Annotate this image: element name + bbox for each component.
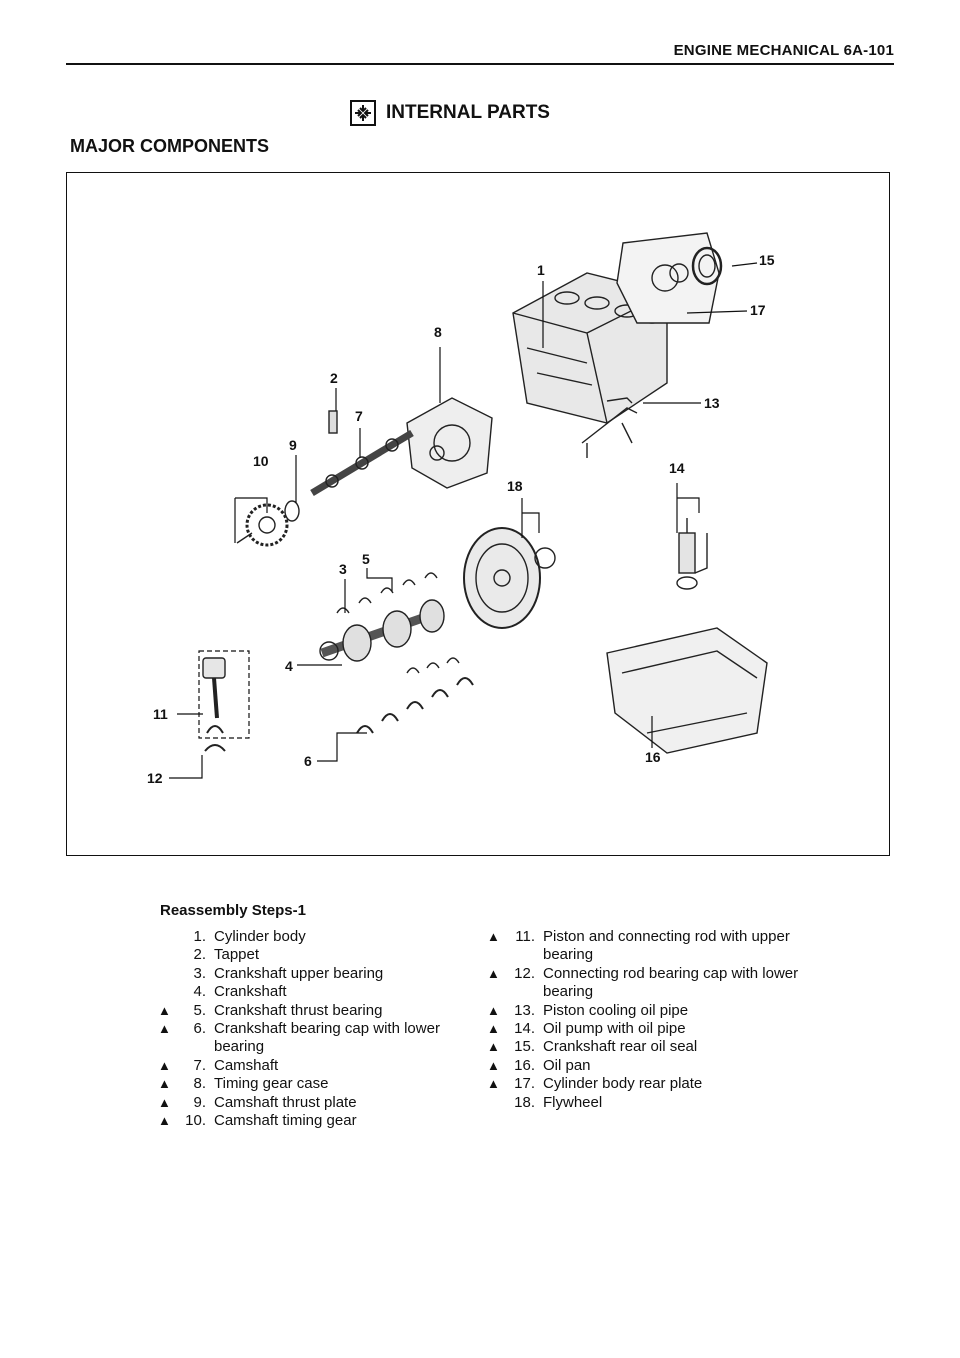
exploded-view-figure: 1 2 3 4 5 6 7 8 9 10 11 12 13 14 15 16 1… (66, 172, 890, 856)
callout-12: 12 (147, 770, 163, 786)
callout-10: 10 (253, 453, 269, 469)
callout-3: 3 (339, 561, 347, 577)
steps-list-right: ▲11.Piston and connecting rod with upper… (487, 928, 827, 1112)
step-item: 2.Tappet (193, 946, 260, 964)
callout-6: 6 (304, 753, 312, 769)
callout-18: 18 (507, 478, 523, 494)
section-title: INTERNAL PARTS (386, 102, 550, 123)
step-item: 4.Crankshaft (193, 983, 287, 1001)
section-title-row: INTERNAL PARTS (350, 100, 550, 126)
step-item: ▲10.Camshaft timing gear (158, 1112, 357, 1130)
callout-11: 11 (153, 706, 168, 722)
callout-7: 7 (355, 408, 363, 424)
step-item: ▲15.Crankshaft rear oil seal (487, 1038, 698, 1056)
callout-17: 17 (750, 302, 766, 318)
callout-1: 1 (537, 262, 545, 278)
reassembly-steps-title: Reassembly Steps-1 (160, 902, 306, 919)
callout-16: 16 (645, 749, 661, 765)
exploded-view-drawing (169, 232, 768, 779)
step-item: ▲12.Connecting rod bearing cap with lowe… (487, 964, 799, 1001)
step-item: 18.Flywheel (514, 1093, 603, 1111)
page-header: ENGINE MECHANICAL 6A-101 (66, 42, 894, 65)
callout-14: 14 (669, 460, 685, 476)
header-section: ENGINE MECHANICAL 6A-101 (673, 42, 894, 59)
step-item: 1.Cylinder body (193, 928, 306, 945)
step-item: ▲17.Cylinder body rear plate (487, 1075, 703, 1093)
step-item: ▲11.Piston and connecting rod with upper… (487, 928, 790, 964)
callout-2: 2 (330, 370, 338, 386)
step-item: ▲13.Piston cooling oil pipe (487, 1001, 689, 1019)
step-item: ▲5.Crankshaft thrust bearing (158, 1001, 383, 1019)
callout-5: 5 (362, 551, 370, 567)
callout-8: 8 (434, 324, 442, 340)
callout-15: 15 (759, 252, 775, 268)
step-item: ▲14.Oil pump with oil pipe (487, 1020, 686, 1038)
step-item: ▲9.Camshaft thrust plate (158, 1093, 357, 1111)
step-item: 3.Crankshaft upper bearing (193, 964, 384, 982)
step-item: ▲8.Timing gear case (158, 1075, 329, 1093)
callout-4: 4 (285, 658, 293, 674)
step-item: ▲6.Crankshaft bearing cap with lower bea… (158, 1020, 440, 1056)
step-item: ▲7.Camshaft (158, 1056, 279, 1074)
steps-list-left: 1.Cylinder body 2.Tappet 3.Crankshaft up… (158, 928, 478, 1130)
disassembly-icon (350, 100, 376, 126)
callout-13: 13 (704, 395, 720, 411)
step-item: ▲16.Oil pan (487, 1056, 591, 1074)
callout-9: 9 (289, 437, 297, 453)
page-subtitle: MAJOR COMPONENTS (70, 136, 270, 156)
